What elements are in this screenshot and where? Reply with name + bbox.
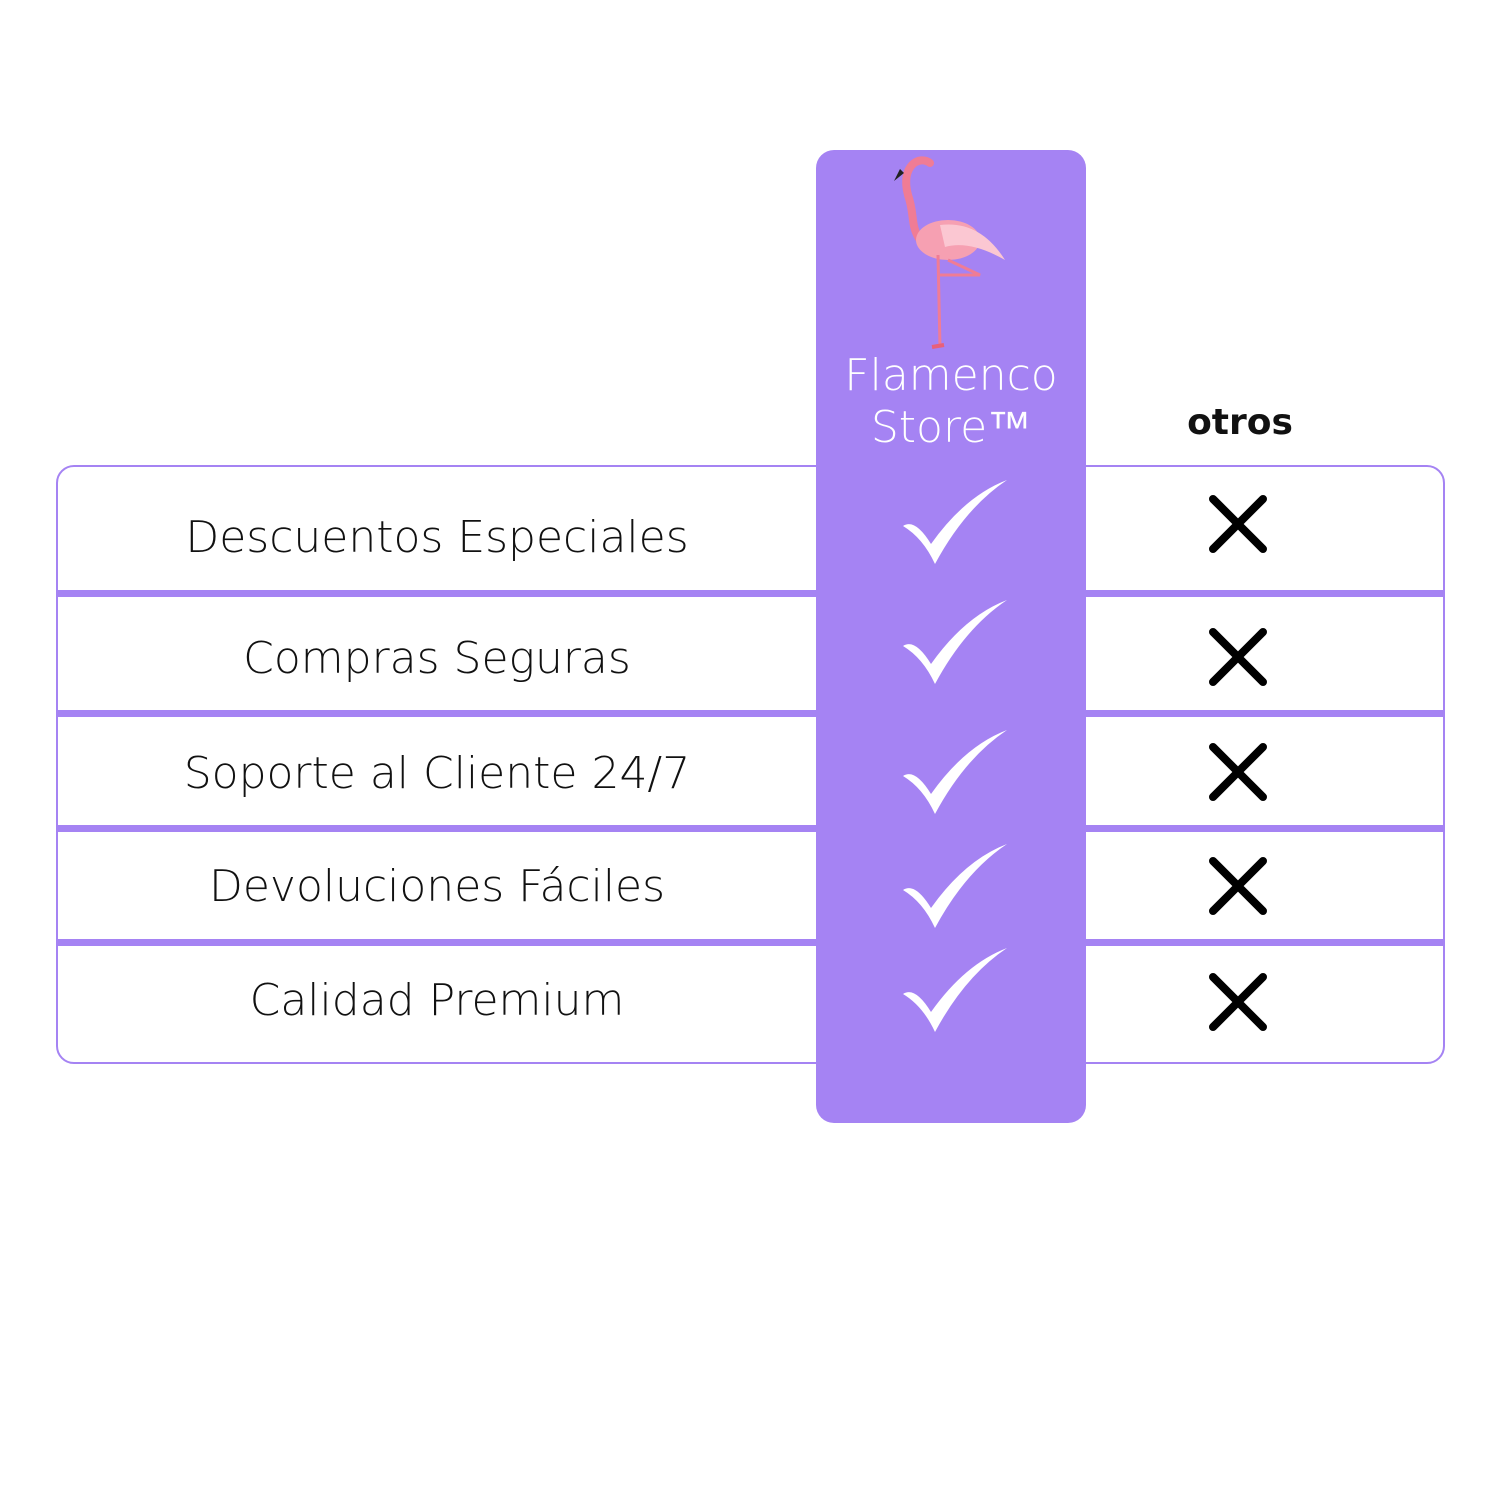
feature-label: Calidad Premium xyxy=(249,975,625,1026)
cross-icon xyxy=(1209,973,1267,1031)
feature-label: Devoluciones Fáciles xyxy=(208,861,666,912)
check-icon xyxy=(903,600,1007,684)
flamingo-icon xyxy=(894,156,1005,349)
row-divider xyxy=(56,710,1445,717)
row-divider xyxy=(56,939,1445,946)
row-divider xyxy=(56,590,1445,597)
feature-label: Compras Seguras xyxy=(243,633,631,684)
cross-icon xyxy=(1209,628,1267,686)
cross-icon xyxy=(1209,857,1267,915)
check-icon xyxy=(903,948,1007,1032)
cross-icon xyxy=(1209,743,1267,801)
comparison-table xyxy=(56,465,1445,1064)
feature-label: Soporte al Cliente 24/7 xyxy=(183,748,691,799)
feature-label: Descuentos Especiales xyxy=(185,512,689,563)
check-icon xyxy=(903,844,1007,928)
brand-column xyxy=(816,150,1086,1123)
check-icon xyxy=(903,730,1007,814)
competitor-header: otros xyxy=(1187,402,1293,443)
check-icon xyxy=(903,480,1007,564)
cross-icon xyxy=(1209,495,1267,553)
row-divider xyxy=(56,825,1445,832)
